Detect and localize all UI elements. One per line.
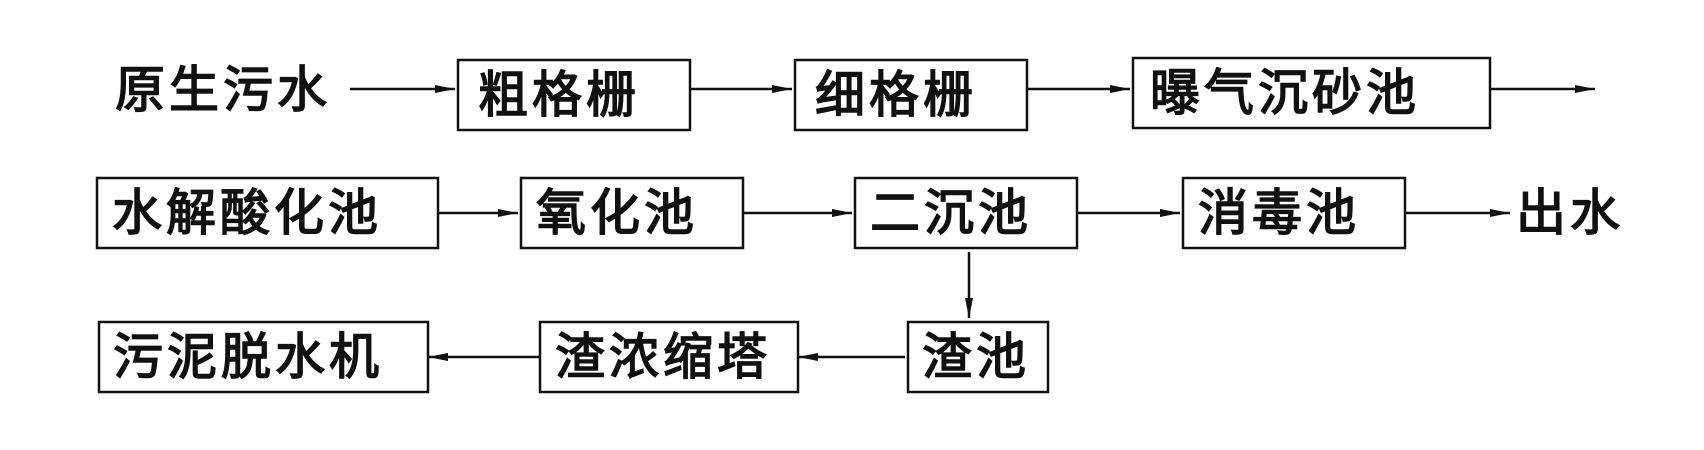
node-box: [538, 320, 800, 394]
node-sludge-dewatering-machine: 污泥脱水机: [97, 320, 430, 394]
node-label: 消毒池: [1198, 184, 1360, 242]
node-hydrolysis-acidification-tank: 水解酸化池: [95, 176, 440, 250]
node-label: 污泥脱水机: [113, 328, 383, 386]
node-label: 曝气沉砂池: [1150, 64, 1420, 122]
node-label: 水解酸化池: [112, 184, 382, 242]
node-label: 细格栅: [815, 66, 977, 124]
node-box: [1131, 56, 1492, 130]
node-aerated-grit-chamber: 曝气沉砂池: [1131, 56, 1492, 130]
node-label: 渣浓缩塔: [555, 328, 771, 386]
node-box: [793, 58, 1029, 132]
node-label: 氧化池: [536, 184, 698, 242]
node-label: 原生污水: [115, 61, 331, 119]
node-label: 二沉池: [870, 184, 1032, 242]
node-box: [97, 320, 430, 394]
node-fine-screen: 细格栅: [793, 58, 1029, 132]
node-box: [95, 176, 440, 250]
node-oxidation-tank: 氧化池: [519, 176, 745, 250]
node-disinfection-tank: 消毒池: [1181, 176, 1407, 250]
node-box: [519, 176, 745, 250]
edges: [350, 85, 1595, 361]
nodes: 原生污水 粗格栅 细格栅 曝气沉砂池 水解酸化池 氧化池 二沉池: [95, 56, 1624, 394]
node-box: [906, 320, 1050, 394]
node-raw-sewage: 原生污水: [115, 61, 331, 119]
node-label: 出水: [1516, 184, 1624, 242]
node-slag-thickening-tower: 渣浓缩塔: [538, 320, 800, 394]
node-label: 粗格栅: [478, 66, 640, 124]
node-secondary-clarifier: 二沉池: [853, 176, 1079, 250]
node-box: [853, 176, 1079, 250]
node-box: [456, 58, 692, 132]
node-coarse-screen: 粗格栅: [456, 58, 692, 132]
node-outflow: 出水: [1516, 184, 1624, 242]
node-slag-pool: 渣池: [906, 320, 1050, 394]
node-box: [1181, 176, 1407, 250]
node-label: 渣池: [922, 328, 1030, 386]
